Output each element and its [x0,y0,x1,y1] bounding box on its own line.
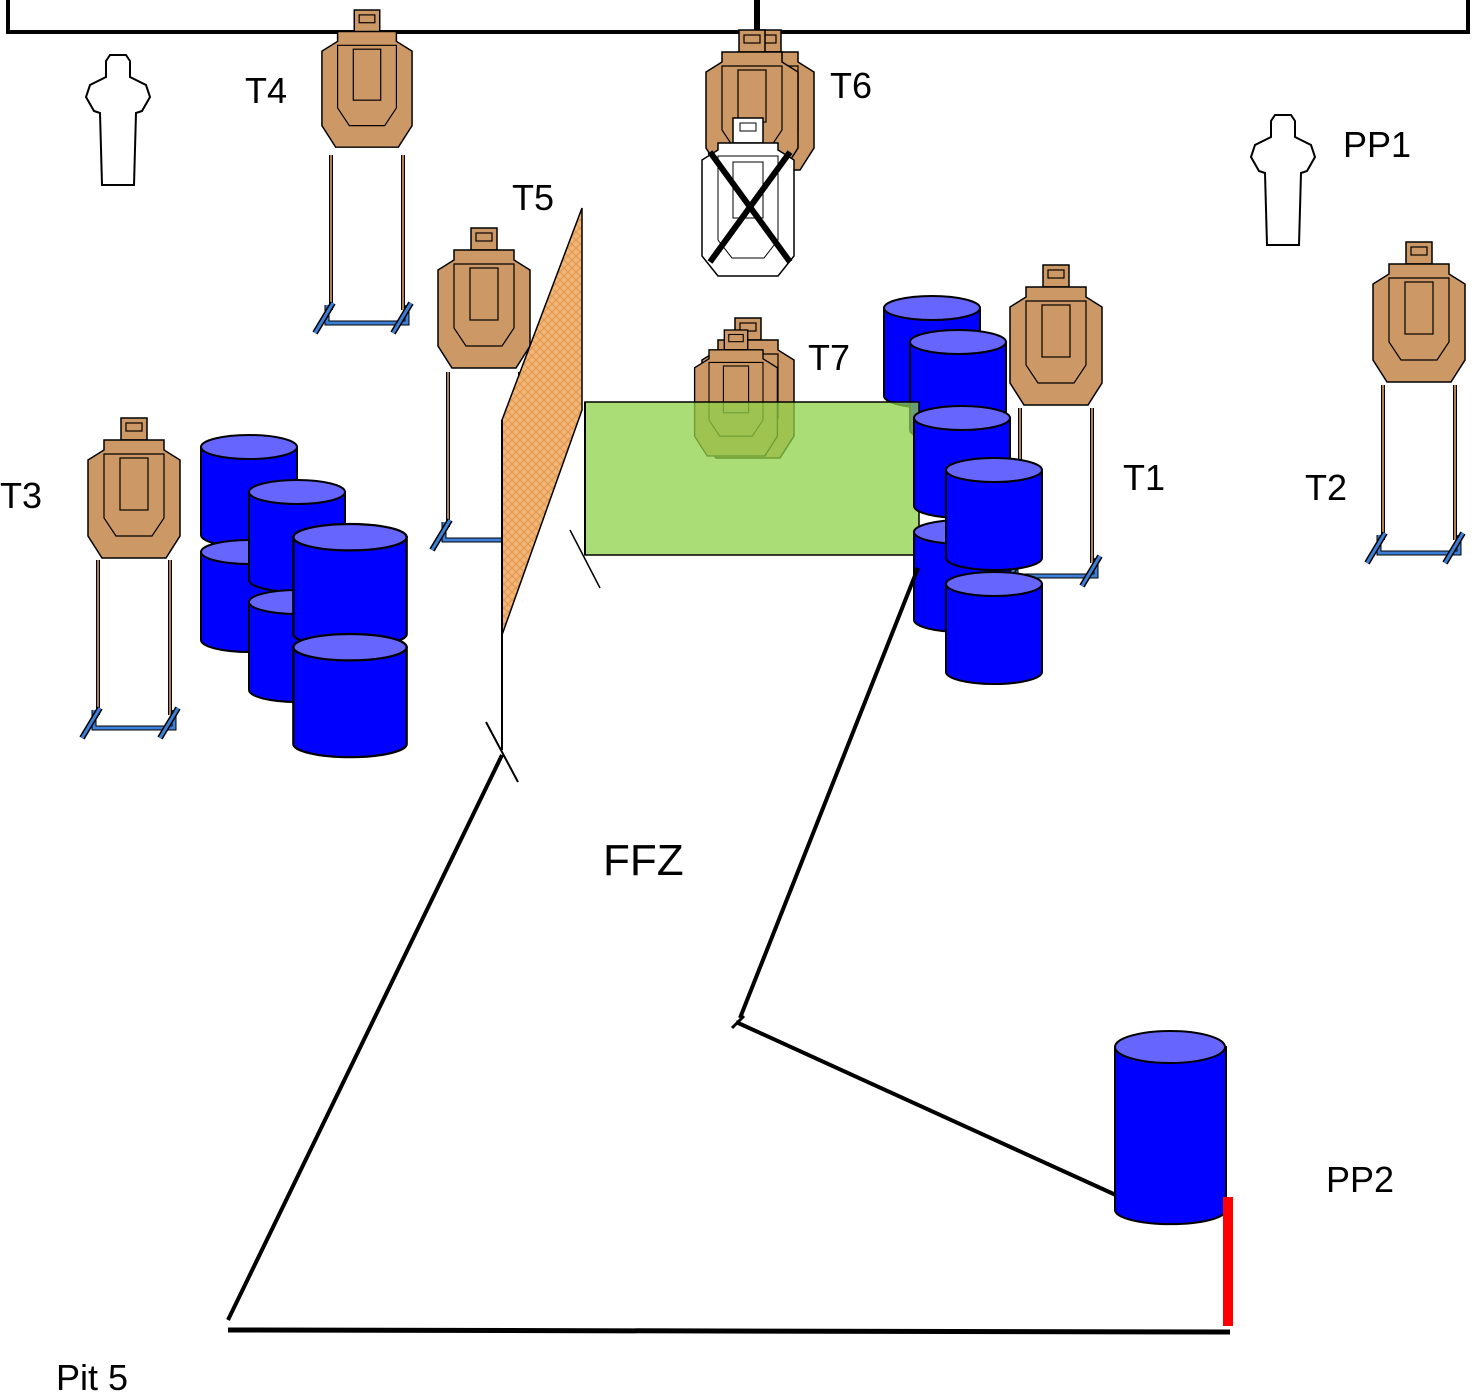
label-t4: T4 [245,70,287,111]
label-t3: T3 [0,475,42,516]
no-shoot-target [701,117,795,277]
label-pp2: PP2 [1326,1159,1394,1200]
label-t7: T7 [808,337,850,378]
barrel-stack-t1-front [913,405,1043,685]
top-wall-left [6,0,758,34]
label-t1: T1 [1123,457,1165,498]
hard-cover-wall [485,207,583,783]
barrel-pp2 [1114,1030,1227,1226]
popper-pp1 [1250,114,1316,246]
barrel-stack-left [200,434,408,759]
target-t4 [315,9,412,333]
label-t6: T6 [830,65,872,106]
target-t2 [1367,241,1465,563]
fault-lines [226,567,1231,1335]
top-wall-right [756,0,1470,34]
label-ffz: FFZ [603,836,684,885]
popper-left [85,54,151,186]
label-t5: T5 [512,177,554,218]
label-pp1: PP1 [1343,124,1411,165]
label-pit: Pit 5 [56,1357,128,1395]
green-zone [569,401,920,589]
label-t2: T2 [1305,467,1347,508]
target-t3 [82,417,180,738]
